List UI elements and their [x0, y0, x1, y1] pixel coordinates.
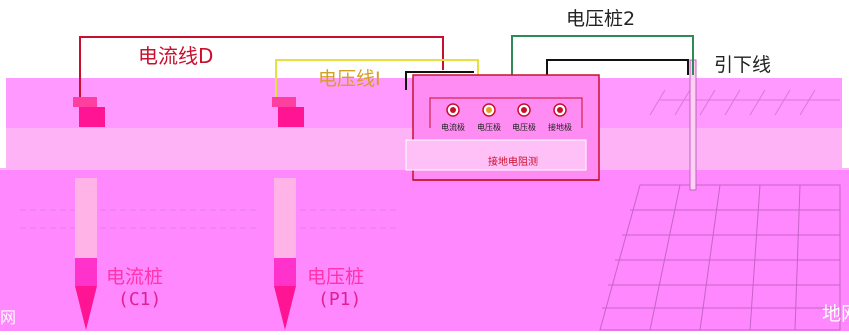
current-stake-label: 电流桩 — [106, 266, 164, 288]
current-wire-label: 电流线D — [138, 44, 214, 68]
terminal-label: 电压极 — [477, 122, 501, 132]
current-wire — [79, 36, 444, 97]
black-wire — [546, 59, 689, 75]
soil-white-gap-left — [0, 78, 6, 168]
earth-resistance-tester — [405, 74, 600, 181]
terminal-post-center — [486, 107, 492, 113]
soil-texture — [20, 209, 400, 229]
terminal-label: 接地极 — [548, 122, 572, 132]
terminal-4: 接地极 — [548, 103, 572, 132]
terminal-1: 电流极 — [441, 103, 465, 132]
instrument-name: 接地电阻测 — [488, 157, 538, 168]
terminal-3: 电压极 — [512, 103, 536, 132]
earth-grid-label: 地网 — [822, 303, 849, 325]
voltage-stake-code: (P1) — [318, 289, 362, 310]
soil-white-gap-right — [842, 78, 849, 168]
voltage-stake-label: 电压桩 — [307, 266, 365, 288]
earth-grid — [599, 184, 841, 331]
voltage-wire-label: 电压线I — [318, 68, 381, 90]
terminal-label: 电压极 — [512, 122, 536, 132]
green-wire — [511, 35, 694, 75]
terminal-label: 电流极 — [441, 122, 465, 132]
terminal-post-center — [521, 107, 527, 113]
left-edge-label: 网 — [0, 308, 17, 327]
soil-lower-band — [0, 170, 849, 331]
terminal-post-center — [450, 107, 456, 113]
voltage-stake-2-label: 电压桩2 — [566, 8, 636, 30]
voltage-stake-p1 — [272, 97, 304, 330]
voltage-wire — [275, 59, 479, 97]
down-lead-pole — [689, 59, 697, 191]
current-stake-code: (C1) — [118, 289, 162, 310]
black-wire-left — [405, 71, 474, 90]
terminal-2: 电压极 — [477, 103, 501, 132]
down-lead-label: 引下线 — [714, 54, 772, 76]
current-stake-c1 — [73, 97, 105, 330]
terminal-post-center — [557, 107, 563, 113]
